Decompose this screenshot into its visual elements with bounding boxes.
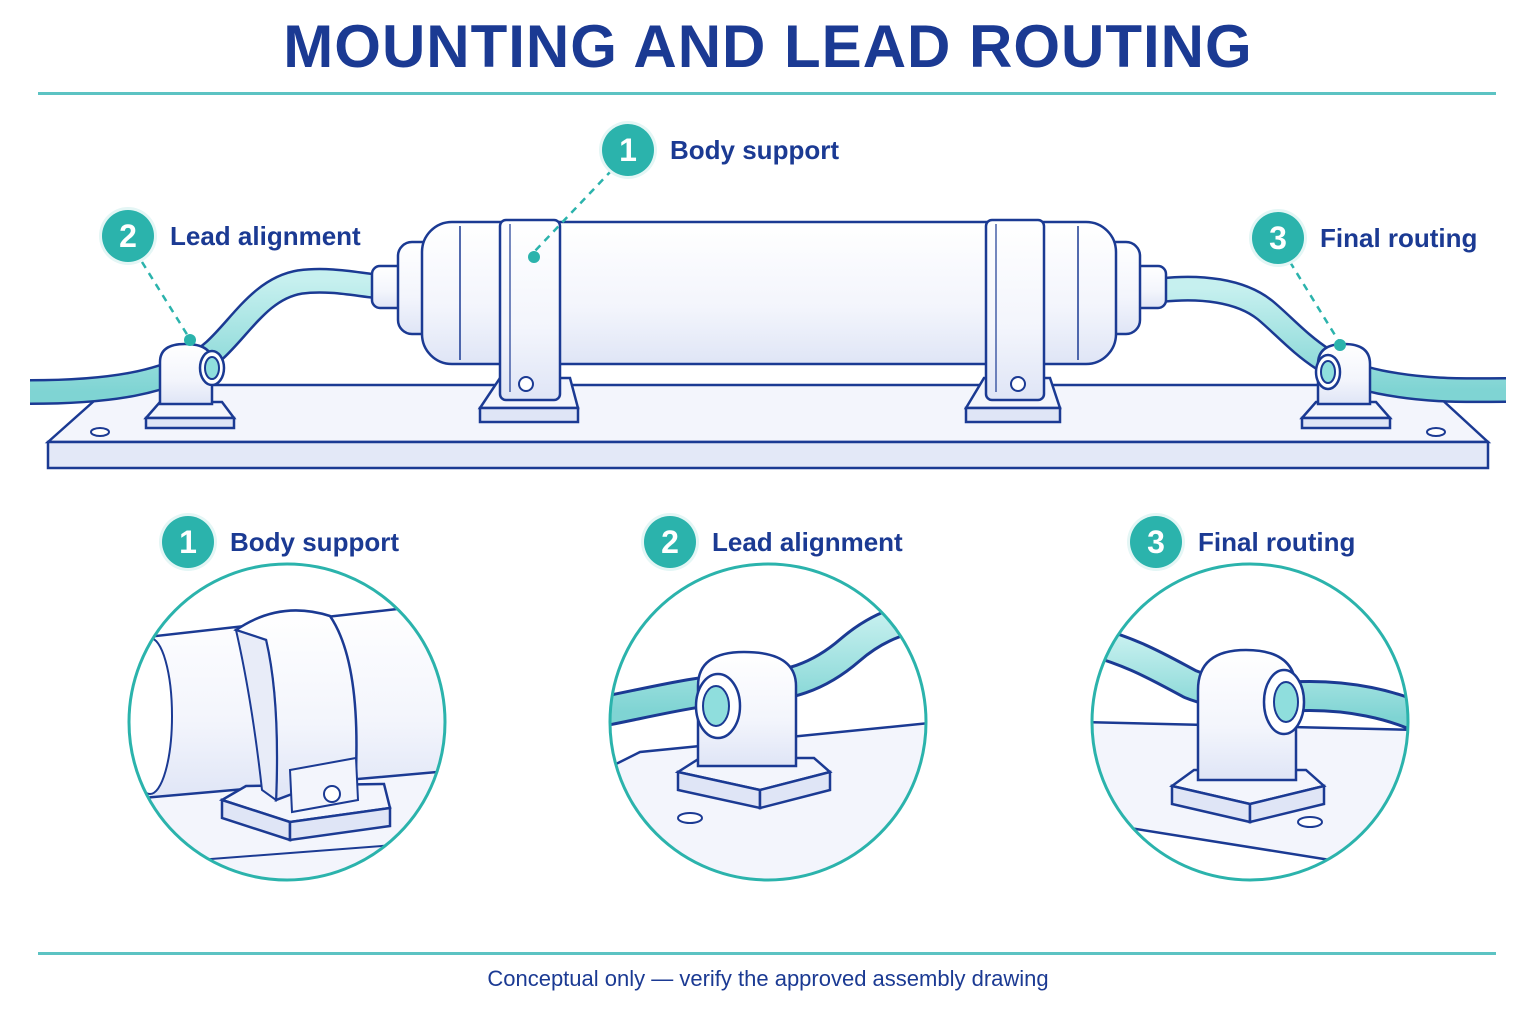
component-body <box>370 220 1168 366</box>
detail-label-3: Final routing <box>1198 526 1356 557</box>
callout-label-1: Body support <box>670 134 839 165</box>
page-title: MOUNTING AND LEAD ROUTING <box>283 13 1253 80</box>
callout-body-support: 1 Body support <box>602 124 839 176</box>
callout-final-routing: 3 Final routing <box>1252 212 1477 264</box>
callout-label-2: Lead alignment <box>170 220 361 251</box>
detail-heading-final-routing: 3 Final routing <box>1130 516 1355 568</box>
right-body-clamp <box>963 218 1062 424</box>
detail-view-body-support <box>127 562 447 882</box>
bottom-divider <box>38 952 1496 955</box>
leader-lines <box>140 169 1340 341</box>
detail-badge-2: 2 <box>644 516 696 568</box>
leader-dot-3 <box>1334 339 1346 351</box>
left-body-clamp <box>477 218 580 424</box>
left-lead-clip <box>143 342 237 430</box>
callout-lead-alignment: 2 Lead alignment <box>102 210 361 262</box>
base-plate <box>44 383 1492 470</box>
detail-view-final-routing <box>1090 562 1410 882</box>
callout-badge-2: 2 <box>102 210 154 262</box>
leader-dot-2 <box>184 334 196 346</box>
right-lead-clip <box>1299 342 1393 430</box>
detail-heading-body-support: 1 Body support <box>162 516 399 568</box>
leader-line-3 <box>1288 261 1340 341</box>
leader-line-2 <box>140 261 190 337</box>
detail-badge-3: 3 <box>1130 516 1182 568</box>
detail-view-lead-alignment <box>608 562 928 882</box>
detail-badge-1: 1 <box>162 516 214 568</box>
detail-label-2: Lead alignment <box>712 526 903 557</box>
callout-badge-3: 3 <box>1252 212 1304 264</box>
leader-line-1 <box>533 169 613 253</box>
callout-label-3: Final routing <box>1320 222 1478 253</box>
footer-disclaimer: Conceptual only — verify the approved as… <box>487 966 1049 991</box>
detail-heading-lead-alignment: 2 Lead alignment <box>644 516 903 568</box>
callout-badge-1: 1 <box>602 124 654 176</box>
detail-label-1: Body support <box>230 526 399 557</box>
lead-wires <box>29 267 1507 405</box>
top-divider <box>38 92 1496 95</box>
leader-dot-1 <box>528 251 540 263</box>
